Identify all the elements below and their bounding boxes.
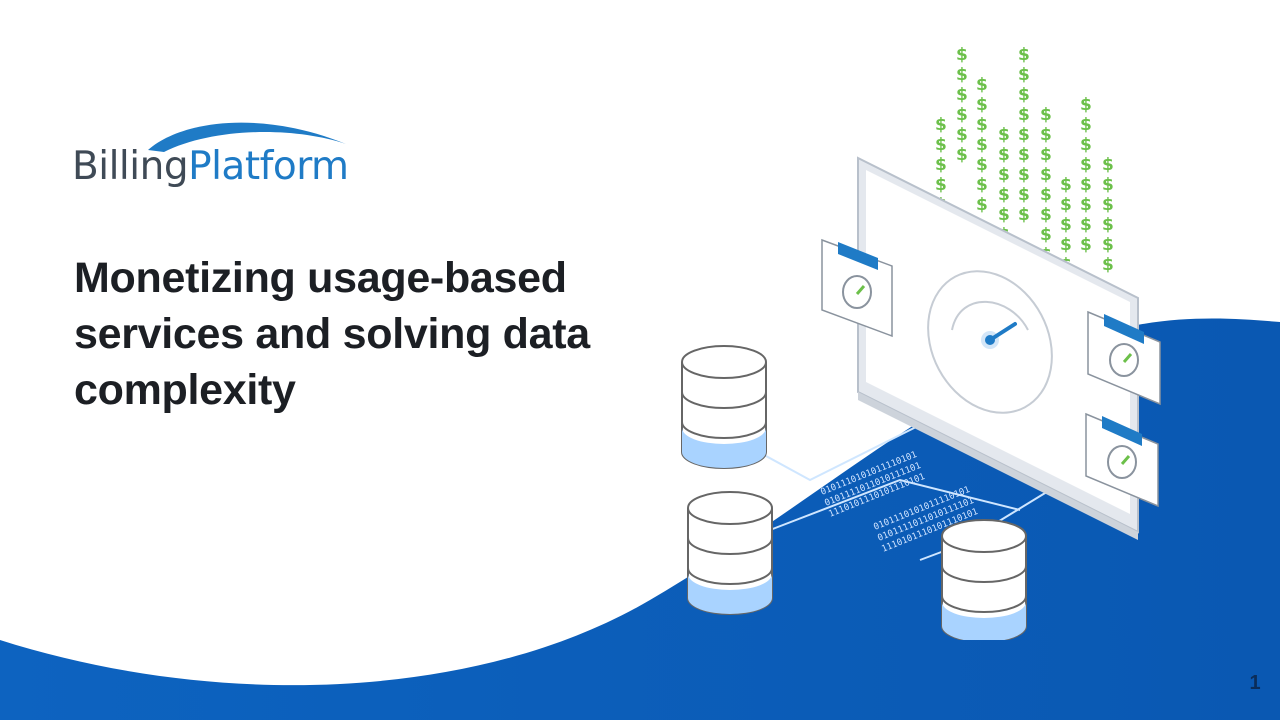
dollar-icon: $ <box>1080 195 1092 215</box>
dollar-icon: $ <box>976 75 988 95</box>
brand-logo: BillingPlatform <box>72 114 362 198</box>
monitor-icon <box>857 156 1139 540</box>
dollar-icon: $ <box>1018 65 1030 85</box>
gauge-card-right-bottom <box>1085 412 1159 508</box>
dollar-icon: $ <box>1060 195 1072 215</box>
dollar-icon: $ <box>1018 165 1030 185</box>
dollar-icon: $ <box>1102 155 1114 175</box>
dollar-icon: $ <box>1040 205 1052 225</box>
dollar-icon: $ <box>956 145 968 165</box>
database-icon <box>687 491 773 615</box>
dollar-icon: $ <box>998 205 1010 225</box>
dollar-icon: $ <box>1040 225 1052 245</box>
page-number: 1 <box>1249 672 1261 694</box>
dollar-icon: $ <box>1018 185 1030 205</box>
dollar-icon: $ <box>998 145 1010 165</box>
dollar-icon: $ <box>1080 135 1092 155</box>
gauge-icon <box>927 270 1053 414</box>
dollar-icon: $ <box>976 95 988 115</box>
dollar-icon: $ <box>1018 85 1030 105</box>
dollar-icon: $ <box>935 135 947 155</box>
dollar-icon: $ <box>1080 215 1092 235</box>
gauge-card-right-top <box>1087 310 1161 406</box>
dollar-icon: $ <box>1040 185 1052 205</box>
dollar-icon: $ <box>976 175 988 195</box>
dollar-icon: $ <box>956 85 968 105</box>
dollar-icon: $ <box>1018 45 1030 65</box>
dollar-icon: $ <box>956 45 968 65</box>
dollar-icon: $ <box>1080 95 1092 115</box>
logo-text-platform: Platform <box>188 144 349 189</box>
dollar-icon: $ <box>1018 205 1030 225</box>
dollar-icon: $ <box>1080 115 1092 135</box>
dollar-icon: $ <box>976 115 988 135</box>
dollar-icon: $ <box>1102 175 1114 195</box>
dollar-icon: $ <box>956 105 968 125</box>
dollar-icon: $ <box>1080 235 1092 255</box>
dollar-icon: $ <box>1080 175 1092 195</box>
dollar-icon: $ <box>976 195 988 215</box>
dollar-icon: $ <box>1018 125 1030 145</box>
dollar-icon: $ <box>1102 255 1114 275</box>
dollar-icon: $ <box>1040 125 1052 145</box>
dollar-icon: $ <box>1102 215 1114 235</box>
dollar-icon: $ <box>935 115 947 135</box>
logo-text-billing: Billing <box>72 144 189 189</box>
dollar-icon: $ <box>1060 175 1072 195</box>
dollar-icon: $ <box>1102 195 1114 215</box>
dollar-icon: $ <box>1040 145 1052 165</box>
dollar-icon: $ <box>998 185 1010 205</box>
dollar-icon: $ <box>1040 165 1052 185</box>
usage-data-illustration: $$$$$$$$$$$$$$$$$$$$$$$$$$$$$$$$$$$$$$$$… <box>681 45 1161 640</box>
database-icon <box>681 345 767 469</box>
dollar-icon: $ <box>1060 235 1072 255</box>
database-icon <box>941 519 1027 640</box>
dollar-icon: $ <box>956 65 968 85</box>
dollar-icon: $ <box>976 155 988 175</box>
dollar-icon: $ <box>1018 105 1030 125</box>
dollar-icon: $ <box>1040 105 1052 125</box>
dollar-icon: $ <box>935 175 947 195</box>
dollar-icon: $ <box>976 135 988 155</box>
dollar-icon: $ <box>1018 145 1030 165</box>
dollar-icon: $ <box>1060 215 1072 235</box>
dollar-icon: $ <box>1080 155 1092 175</box>
dollar-icon: $ <box>956 125 968 145</box>
logo-wordmark: BillingPlatform <box>72 144 349 189</box>
gauge-card-left <box>821 238 893 338</box>
dollar-icon: $ <box>998 125 1010 145</box>
slide-title: Monetizing usage-based services and solv… <box>74 254 590 414</box>
logo-arc-icon <box>148 122 346 152</box>
binary-stream: 0101110101011110101 0101111011010111101 … <box>819 450 979 555</box>
dollar-icon: $ <box>935 155 947 175</box>
dollar-icon: $ <box>1102 235 1114 255</box>
dollar-icon: $ <box>998 165 1010 185</box>
